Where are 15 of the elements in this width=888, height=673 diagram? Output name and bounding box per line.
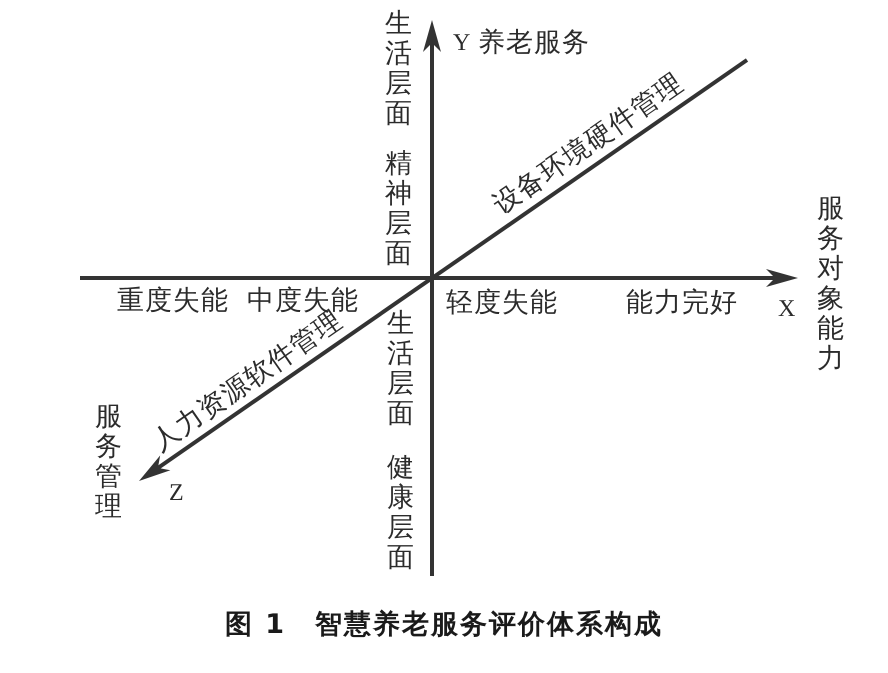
axis-letter: X xyxy=(778,297,796,321)
axis-letter: Z xyxy=(169,481,184,505)
axis-letter: Y xyxy=(453,31,470,55)
level-label: 生活层面 xyxy=(385,8,412,128)
axis-title: 养老服务 xyxy=(478,28,590,56)
axis-title: 服务对象能力 xyxy=(817,193,844,373)
axis-title: 服务管理 xyxy=(95,401,122,521)
scale-label: 轻度失能 xyxy=(446,288,558,316)
figure-caption: 图 1 智慧养老服务评价体系构成 xyxy=(224,610,664,640)
scale-label: 重度失能 xyxy=(117,286,229,314)
level-label: 生活层面 xyxy=(387,308,414,428)
axis-label: 设备环境硬件管理 xyxy=(488,69,688,219)
scale-label: 能力完好 xyxy=(626,288,738,316)
level-label: 精神层面 xyxy=(385,148,412,268)
level-label: 健康层面 xyxy=(387,452,414,572)
